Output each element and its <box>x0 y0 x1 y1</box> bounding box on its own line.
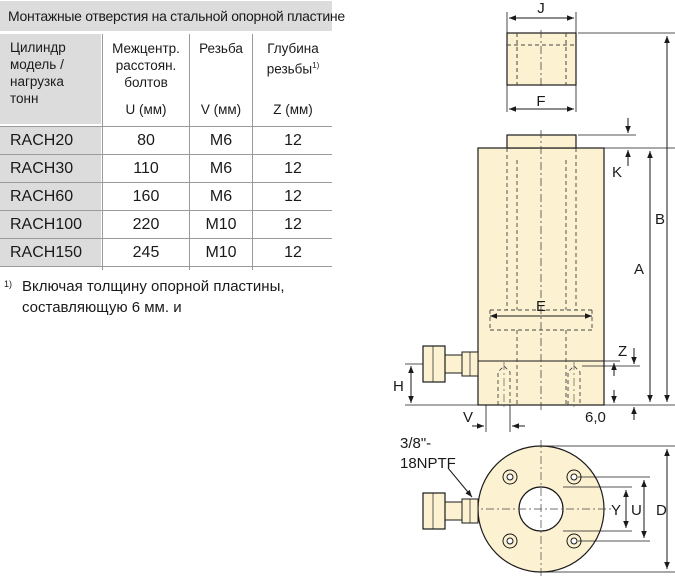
cell-v: M6 <box>209 188 233 205</box>
header-model-line: модель / <box>10 57 64 72</box>
label-j: J <box>537 0 545 17</box>
table-body: RACH20 80 M6 12 RACH30 110 M6 12 RACH60 … <box>0 126 332 267</box>
header-u: Межцентр. расстоян. болтов U (мм) <box>104 34 188 124</box>
label-f: F <box>536 93 545 110</box>
plunger-top <box>506 134 577 149</box>
header-z-word: резьбы <box>266 61 313 77</box>
cell-u: 110 <box>133 160 159 177</box>
cell-z: 12 <box>284 188 302 205</box>
label-port-line2: 18NPTF <box>400 455 456 472</box>
cell-v: M10 <box>205 244 237 261</box>
header-model: Цилиндр модель / нагрузка тонн <box>0 34 101 124</box>
table-row: RACH60 160 M6 12 <box>0 182 332 210</box>
cell-z: 12 <box>284 244 302 261</box>
plunger-side-view <box>506 12 577 112</box>
label-v: V <box>463 409 473 426</box>
table-title: Монтажные отверстия на стальной опорной … <box>0 1 345 31</box>
cell-model: RACH30 <box>0 155 101 182</box>
label-a: A <box>634 261 644 278</box>
header-model-line: нагрузка <box>10 74 64 89</box>
label-z: Z <box>618 343 627 360</box>
cell-u: 80 <box>137 132 155 149</box>
column-divider <box>102 34 103 270</box>
header-u-line: болтов <box>124 75 168 90</box>
coupler <box>422 345 446 383</box>
cell-v: M6 <box>209 132 233 149</box>
header-model-line: тонн <box>10 91 39 106</box>
bottom-view-dimensions <box>541 445 675 573</box>
mounting-hole-bore <box>506 473 514 481</box>
cell-u: 220 <box>132 216 160 233</box>
mounting-hole-bore <box>570 473 578 481</box>
table-row: RACH20 80 M6 12 <box>0 126 332 154</box>
header-v-unit: V (мм) <box>200 102 242 117</box>
label-b: B <box>655 211 665 228</box>
cell-model: RACH150 <box>0 239 101 266</box>
cell-z: 12 <box>284 216 302 233</box>
cell-model: RACH60 <box>0 183 101 210</box>
header-v: Резьба V (мм) <box>191 34 251 124</box>
side-view-dimensions <box>405 32 675 432</box>
plunger-body <box>506 32 577 86</box>
cell-u: 245 <box>132 244 160 261</box>
cell-v: M10 <box>205 216 237 233</box>
fitting-neck <box>442 501 463 521</box>
cell-model: RACH100 <box>0 211 101 238</box>
header-z-unit: Z (мм) <box>273 102 313 117</box>
cell-model: RACH20 <box>0 127 101 154</box>
table-row: RACH30 110 M6 12 <box>0 154 332 182</box>
header-z: Глубина резьбы1) Z (мм) <box>254 34 332 124</box>
label-u: U <box>631 502 642 519</box>
label-k: K <box>612 164 622 181</box>
header-u-line: Межцентр. <box>112 41 180 56</box>
cylinder-side-view <box>422 130 605 410</box>
header-z-line: резьбы1) <box>254 57 332 78</box>
fitting-neck <box>442 354 463 374</box>
table-row: RACH150 245 M10 12 <box>0 238 332 267</box>
header-model-line: Цилиндр <box>10 40 66 55</box>
threaded-hole-right <box>567 365 581 405</box>
port-leader <box>447 467 473 498</box>
header-v-line: Резьба <box>199 41 243 56</box>
label-six: 6,0 <box>585 409 606 426</box>
header-u-unit: U (мм) <box>125 102 167 117</box>
dimension-labels: J F K B A E Z H V 6,0 3/8"- 18NPTF Y U D <box>393 0 667 519</box>
cell-z: 12 <box>284 160 302 177</box>
coupler <box>422 492 446 530</box>
cell-u: 160 <box>132 188 160 205</box>
mounting-hole-bore <box>570 537 578 545</box>
label-d: D <box>656 502 667 519</box>
mounting-hole-bore <box>506 537 514 545</box>
column-divider <box>252 34 253 270</box>
header-z-footnote-mark: 1) <box>312 61 320 70</box>
label-port-line1: 3/8"- <box>400 435 431 452</box>
table-row: RACH100 220 M10 12 <box>0 210 332 238</box>
column-divider <box>189 34 190 270</box>
label-h: H <box>393 378 404 395</box>
footnote-text: Включая толщину опорной пластины, состав… <box>22 278 285 316</box>
header-z-line: Глубина <box>267 41 319 56</box>
label-y: Y <box>611 502 621 519</box>
footnote-mark: 1) <box>4 279 13 289</box>
label-e: E <box>536 298 546 315</box>
cell-z: 12 <box>284 132 302 149</box>
header-u-line: расстоян. <box>115 58 177 73</box>
threaded-hole-left <box>497 365 511 405</box>
cell-v: M6 <box>209 160 233 177</box>
